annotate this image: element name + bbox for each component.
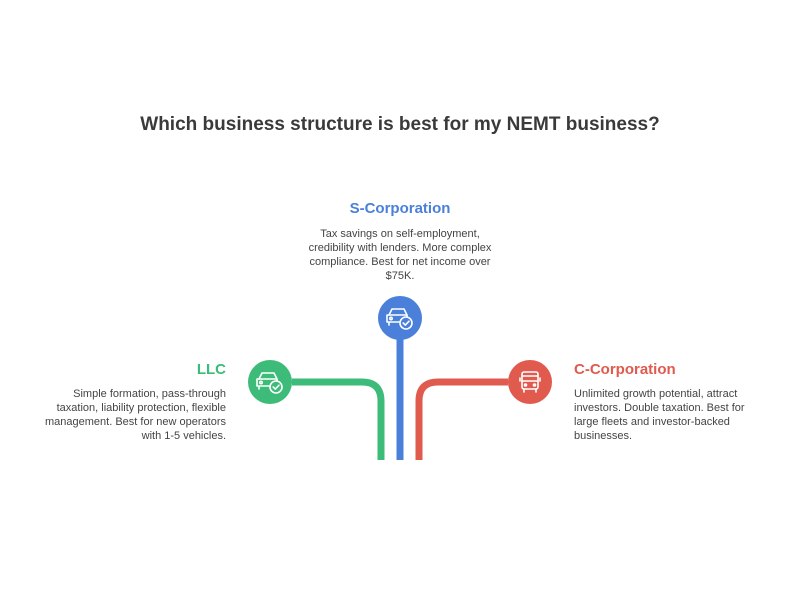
c-corp-icon-circle (508, 360, 552, 404)
llc-connector (292, 378, 385, 460)
c-corp-description: Unlimited growth potential, attract inve… (574, 388, 745, 442)
bus-icon (519, 371, 541, 393)
s-corp-heading: S-Corporation (349, 200, 451, 217)
llc-icon-circle (248, 360, 292, 404)
llc-heading: LLC (196, 361, 226, 378)
page-title: Which business structure is best for my … (140, 114, 660, 135)
car-check-icon (386, 308, 413, 330)
c-corp-heading: C-Corporation (574, 361, 676, 378)
c-corp-connector (415, 378, 508, 460)
llc-description: Simple formation, pass-through taxation,… (45, 388, 226, 442)
s-corp-icon-circle (378, 296, 422, 340)
s-corp-description: Tax savings on self-employment, credibil… (308, 228, 492, 282)
car-check-icon (256, 372, 283, 394)
